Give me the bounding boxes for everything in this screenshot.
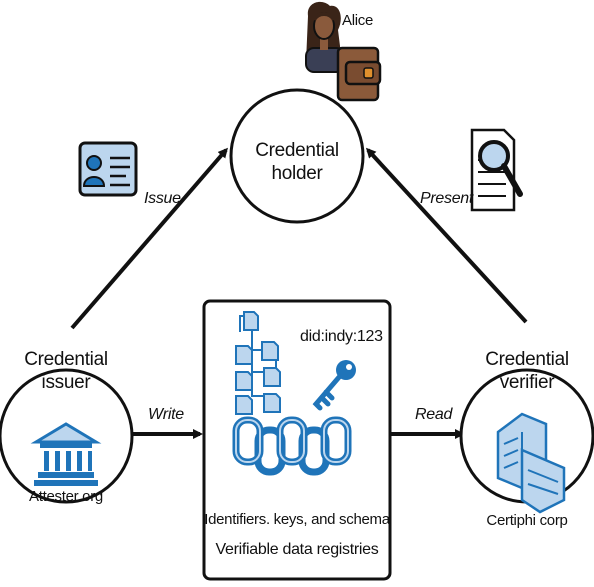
issuer-title-line1: Credential <box>24 349 108 370</box>
chain-highlight <box>235 419 349 463</box>
verifier-org: Certiphi corp <box>486 512 568 529</box>
holder-title-line2: holder <box>271 163 323 184</box>
present-label: Present <box>420 190 474 207</box>
registry-title: Verifiable data registries <box>215 541 379 558</box>
verifier-title-line2: verifier <box>499 372 555 393</box>
holder-title-line1: Credential <box>255 140 339 161</box>
office-building-icon <box>496 412 566 514</box>
write-label: Write <box>148 406 184 423</box>
alice-avatar-icon <box>305 1 345 73</box>
issue-arrow <box>70 147 228 330</box>
id-card-icon <box>78 141 138 197</box>
holder-name: Alice <box>342 12 374 29</box>
bank-building-icon <box>30 422 102 486</box>
registry-caption: Identifiers. keys, and schema <box>204 511 390 528</box>
document-search-icon <box>470 128 523 212</box>
issue-label: Issue <box>144 190 181 207</box>
issuer-org: Attester org <box>29 488 103 505</box>
present-arrow <box>365 147 528 324</box>
wallet-icon <box>336 46 382 102</box>
read-label: Read <box>415 406 453 423</box>
holder-node <box>229 88 365 224</box>
key-icon <box>312 360 356 411</box>
verifier-title-line1: Credential <box>485 349 569 370</box>
hierarchy-documents-icon <box>235 311 281 415</box>
issuer-title-line2: issuer <box>41 372 91 393</box>
registry-did: did:indy:123 <box>300 328 383 345</box>
